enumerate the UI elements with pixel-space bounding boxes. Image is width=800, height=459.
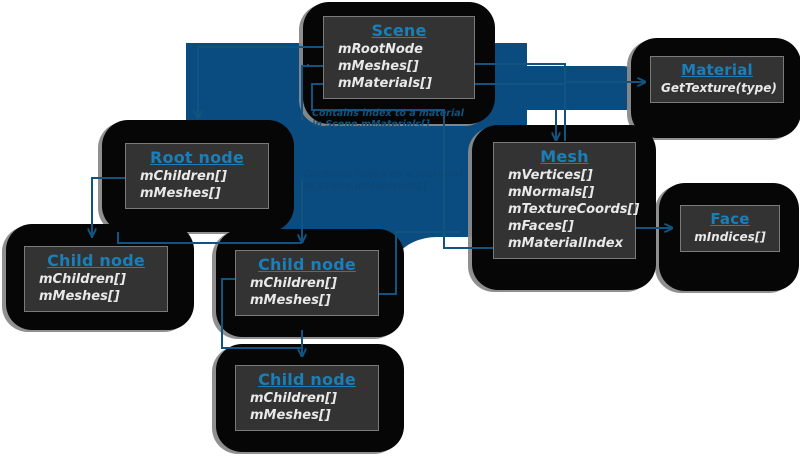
node-mesh-field-mvertices: mVertices[]	[508, 168, 593, 183]
node-child-node-bottom[interactable]: Child node mChildren[] mMeshes[]	[235, 365, 379, 431]
node-mesh-title: Mesh	[540, 147, 589, 166]
node-face[interactable]: Face mIndices[]	[680, 205, 780, 252]
connector-stub-b	[564, 120, 566, 141]
node-child-node-left[interactable]: Child node mChildren[] mMeshes[]	[24, 246, 168, 312]
connector-scene-materials-to-material	[412, 82, 645, 84]
connector-scene-rootnode-to-rootnode	[198, 46, 336, 118]
node-mesh-field-mfaces: mFaces[]	[508, 219, 574, 234]
node-face-field-mindices: mIndices[]	[694, 230, 766, 244]
node-child-node-middle-title: Child node	[258, 255, 356, 274]
node-child-node-middle-field-mmeshes: mMeshes[]	[250, 293, 331, 308]
node-child-node-bottom-field-mmeshes: mMeshes[]	[250, 408, 331, 423]
node-root-node[interactable]: Root node mChildren[] mMeshes[]	[125, 143, 269, 209]
node-mesh-field-mnormals: mNormals[]	[508, 185, 595, 200]
node-scene-field-mmaterials: mMaterials[]	[338, 76, 433, 91]
node-child-node-middle-field-mchildren: mChildren[]	[250, 276, 337, 291]
annotation-material-index-line-2: in Scene.mMaterials[]	[312, 119, 430, 130]
node-root-node-field-mmeshes: mMeshes[]	[140, 186, 221, 201]
node-mesh-field-mmaterialindex: mMaterialIndex	[508, 236, 623, 251]
node-mesh-field-mtexturecoords: mTextureCoords[]	[508, 202, 640, 217]
node-child-node-left-field-mmeshes: mMeshes[]	[39, 289, 120, 304]
node-material-title: Material	[681, 61, 753, 79]
node-face-title: Face	[710, 210, 750, 228]
node-scene-field-mrootnode: mRootNode	[338, 42, 423, 57]
node-child-node-bottom-title: Child node	[258, 370, 356, 389]
watermark-line-2: in Scene.mMaterials[]	[303, 181, 427, 192]
connector-rootnode-to-child-middle-leg	[117, 232, 302, 244]
node-child-node-bottom-field-mchildren: mChildren[]	[250, 391, 337, 406]
annotation-material-index-line-1: Contains index to a material	[312, 108, 464, 119]
connector-materialindex-to-scene-materials	[311, 84, 510, 249]
node-root-node-title: Root node	[149, 148, 244, 167]
node-scene-title: Scene	[371, 21, 427, 40]
watermark-annotation-group: Contains index to a material in Scene.mM…	[303, 169, 463, 192]
node-scene-field-mmeshes: mMeshes[]	[338, 59, 419, 74]
watermark-line-1: Contains index to a material	[303, 169, 463, 180]
node-child-node-left-title: Child node	[47, 251, 145, 270]
node-material-method-gettexture: GetTexture(type)	[661, 81, 777, 95]
node-child-node-middle[interactable]: Child node mChildren[] mMeshes[]	[235, 250, 379, 316]
node-mesh[interactable]: Mesh mVertices[] mNormals[] mTextureCoor…	[493, 142, 640, 259]
node-root-node-field-mchildren: mChildren[]	[140, 169, 227, 184]
node-child-node-left-field-mchildren: mChildren[]	[39, 272, 126, 287]
node-material[interactable]: Material GetTexture(type)	[650, 56, 784, 103]
connector-into-scene-mmeshes	[301, 66, 332, 120]
node-scene[interactable]: Scene mRootNode mMeshes[] mMaterials[]	[323, 16, 475, 99]
